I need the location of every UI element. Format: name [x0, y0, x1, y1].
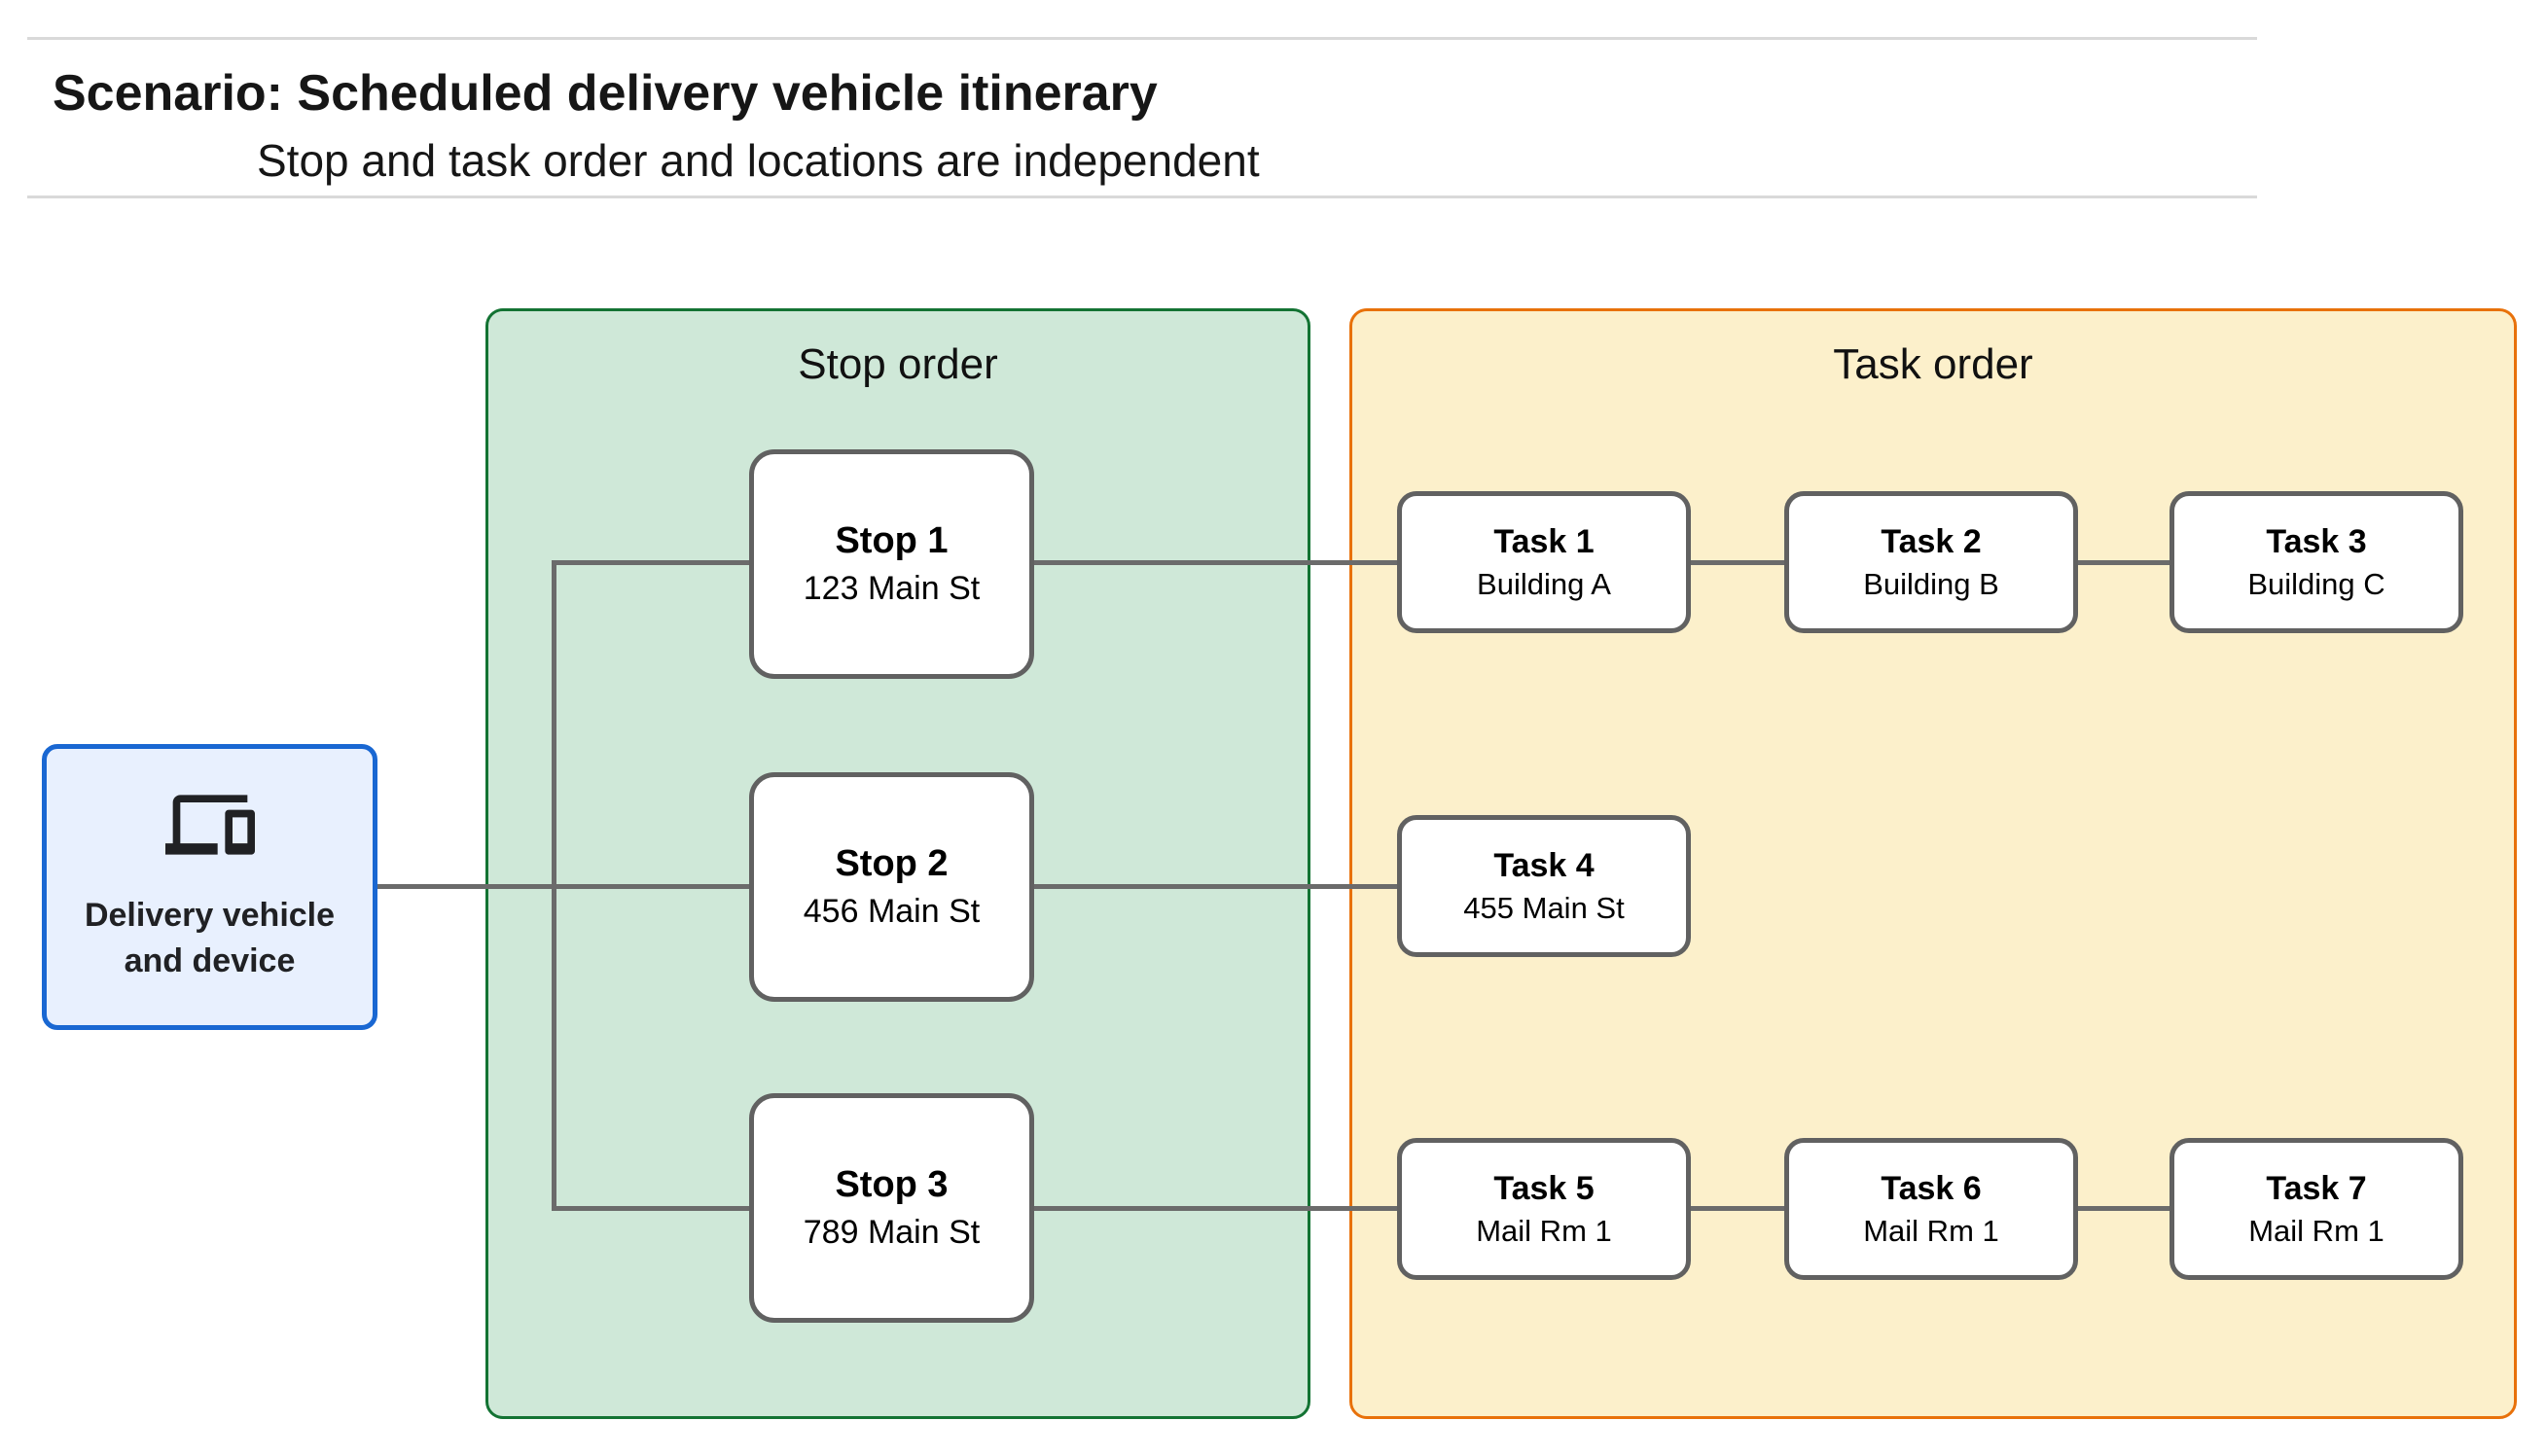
stop-3-node: Stop 3 789 Main St: [749, 1093, 1034, 1323]
stop-1-address: 123 Main St: [803, 570, 981, 607]
connector-trunk-to-stop3: [552, 1206, 749, 1211]
delivery-vehicle-label: Delivery vehicle and device: [84, 897, 336, 979]
task-7-node: Task 7 Mail Rm 1: [2169, 1138, 2463, 1280]
task-6-location: Mail Rm 1: [1863, 1213, 1999, 1248]
connector-task2-to-task3: [2076, 560, 2171, 565]
stop-order-panel-title: Stop order: [798, 340, 998, 388]
stop-2-address: 456 Main St: [803, 893, 981, 930]
task-6-node: Task 6 Mail Rm 1: [1784, 1138, 2078, 1280]
stop-2-node: Stop 2 456 Main St: [749, 772, 1034, 1002]
connector-task5-to-task6: [1689, 1206, 1786, 1211]
task-1-location: Building A: [1477, 566, 1611, 601]
task-3-title: Task 3: [2266, 522, 2367, 560]
task-4-title: Task 4: [1493, 846, 1595, 884]
task-7-location: Mail Rm 1: [2248, 1213, 2385, 1248]
connector-trunk: [552, 560, 556, 1211]
task-order-panel-title: Task order: [1833, 340, 2033, 388]
task-1-title: Task 1: [1493, 522, 1595, 560]
stop-2-title: Stop 2: [835, 843, 949, 884]
devices-icon: [164, 795, 255, 855]
connector-stop1-to-task1: [1031, 560, 1399, 565]
task-2-title: Task 2: [1881, 522, 1982, 560]
task-4-location: 455 Main St: [1463, 890, 1625, 925]
connector-stop2-to-task4: [1031, 884, 1399, 889]
task-1-node: Task 1 Building A: [1397, 491, 1691, 633]
delivery-vehicle-node: Delivery vehicle and device: [42, 744, 377, 1030]
header-rule-bottom: [27, 195, 2257, 198]
task-4-node: Task 4 455 Main St: [1397, 815, 1691, 957]
stop-1-node: Stop 1 123 Main St: [749, 449, 1034, 679]
task-3-location: Building C: [2247, 566, 2385, 601]
header-rule-top: [27, 37, 2257, 40]
connector-trunk-to-stop1: [552, 560, 749, 565]
connector-task6-to-task7: [2076, 1206, 2171, 1211]
connector-stop3-to-task5: [1031, 1206, 1399, 1211]
page-subtitle: Stop and task order and locations are in…: [257, 135, 1260, 186]
task-5-node: Task 5 Mail Rm 1: [1397, 1138, 1691, 1280]
stop-1-title: Stop 1: [835, 520, 949, 561]
task-7-title: Task 7: [2266, 1169, 2367, 1207]
connector-vehicle-to-stop2: [375, 884, 749, 889]
connector-task1-to-task2: [1689, 560, 1786, 565]
task-5-location: Mail Rm 1: [1476, 1213, 1612, 1248]
task-3-node: Task 3 Building C: [2169, 491, 2463, 633]
stop-3-title: Stop 3: [835, 1164, 949, 1205]
task-2-node: Task 2 Building B: [1784, 491, 2078, 633]
task-5-title: Task 5: [1493, 1169, 1595, 1207]
page-title: Scenario: Scheduled delivery vehicle iti…: [53, 65, 1158, 122]
task-6-title: Task 6: [1881, 1169, 1982, 1207]
stop-3-address: 789 Main St: [803, 1214, 981, 1251]
task-2-location: Building B: [1863, 566, 1999, 601]
